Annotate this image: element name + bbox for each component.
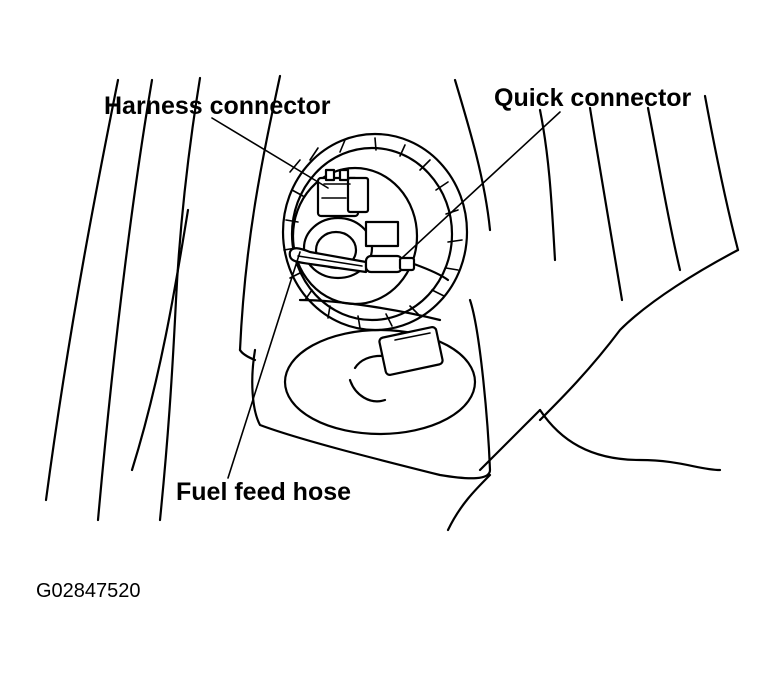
left-panel-contours [44,74,282,522]
figure-code: G02847520 [36,580,141,602]
floor-recess [238,298,722,532]
fuel-feed-hose-assembly [288,247,450,282]
label-harness-connector: Harness connector [104,92,331,120]
lower-access-hole [283,326,477,436]
right-panel-contours [453,78,740,422]
label-quick-connector: Quick connector [494,84,692,112]
fuel-pump-flange [281,132,469,332]
label-fuel-feed-hose: Fuel feed hose [176,478,351,506]
harness-connector-body [316,168,370,218]
leader-lines [211,111,561,479]
pump-center-fitting [302,216,400,280]
